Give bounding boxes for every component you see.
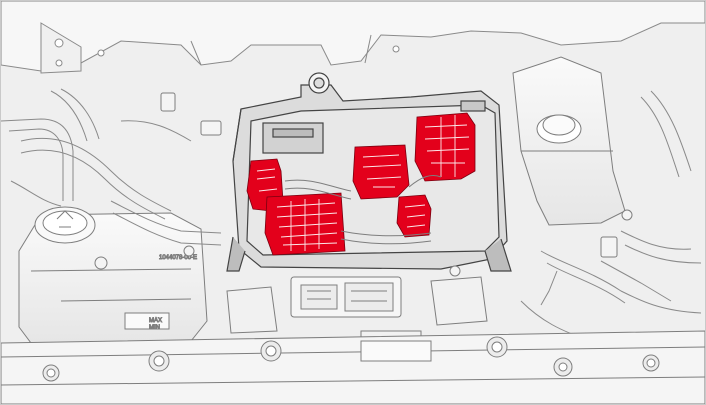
coolant-reservoir: MAX MIN 1044078-00-E [18,206,208,344]
brake-reservoir [512,56,626,226]
part-number-label: 1044078-00-E [159,255,197,261]
cowl-panel [1,1,705,74]
support-bolts [42,336,660,382]
radiator-support [1,330,705,404]
right-hoses [520,90,702,342]
reservoir-max-label: MAX [149,318,162,324]
connector-center [352,144,410,200]
reservoir-min-label: MIN [149,325,160,331]
harness [284,174,442,245]
left-hoses [1,88,222,246]
connector-right [414,112,476,182]
misc-fittings [94,92,633,277]
lower-components [226,276,488,356]
connector-details [256,115,470,251]
